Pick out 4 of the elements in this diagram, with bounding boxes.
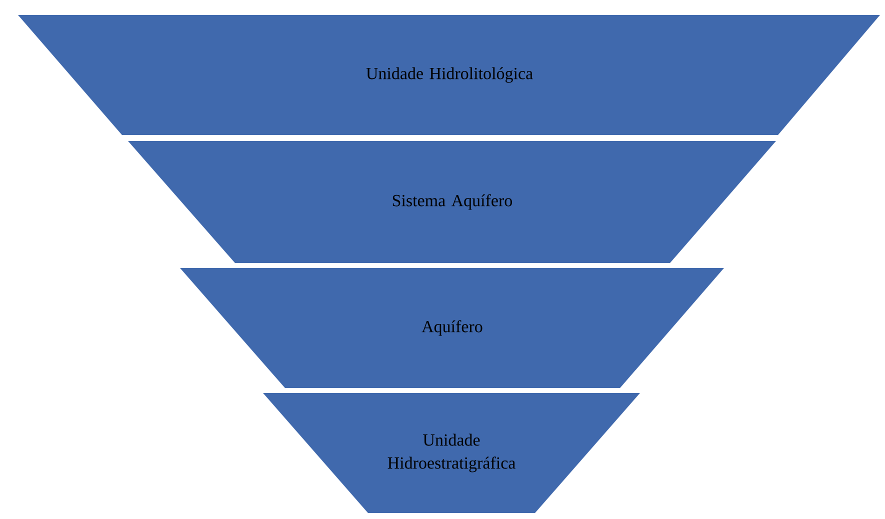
funnel-band: Unidade Hidrolitológica bbox=[18, 15, 880, 135]
funnel-band: Sistema Aquífero bbox=[128, 141, 776, 263]
funnel-band: Unidade Hidroestratigráfica bbox=[263, 393, 640, 513]
funnel-band: Aquífero bbox=[180, 268, 724, 388]
